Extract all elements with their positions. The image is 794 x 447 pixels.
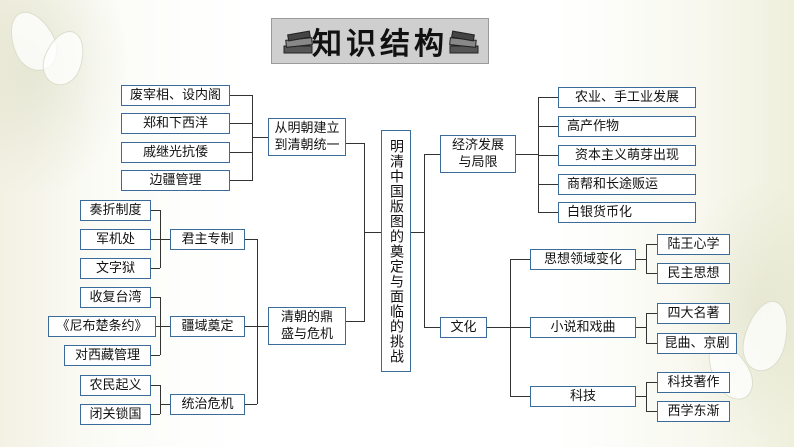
- group-node: 思想领域变化: [530, 249, 636, 270]
- leaf-node: 商帮和长途贩运: [558, 174, 696, 195]
- book-stack-icon: [449, 30, 479, 54]
- connector: [424, 327, 440, 328]
- branch-qing-prosperity-crisis: 清朝的鼎 盛与危机: [268, 307, 346, 345]
- connector: [230, 152, 252, 153]
- connector: [151, 268, 160, 269]
- leaf-node: 农业、手工业发展: [558, 87, 696, 108]
- connector: [538, 97, 558, 98]
- connector: [151, 239, 160, 240]
- connector: [230, 95, 252, 96]
- leaf-node: 白银货币化: [558, 202, 696, 223]
- connector: [646, 343, 657, 344]
- leaf-node: 西学东渐: [657, 401, 730, 422]
- connector: [510, 259, 511, 397]
- leaf-node: 对西藏管理: [64, 345, 151, 366]
- branch-ming-to-qing-unification: 从明朝建立 到清朝统一: [268, 118, 346, 156]
- leaf-node: 戚继光抗倭: [121, 142, 230, 163]
- branch-label-line: 到清朝统一: [274, 138, 340, 153]
- leaf-node: 军机处: [80, 229, 151, 250]
- connector: [538, 126, 558, 127]
- connector: [487, 327, 510, 328]
- group-node: 疆域奠定: [170, 316, 245, 337]
- connector: [510, 327, 530, 328]
- connector: [245, 404, 257, 405]
- branch-culture: 文化: [440, 317, 487, 338]
- connector: [160, 404, 170, 405]
- connector: [538, 155, 558, 156]
- group-node: 小说和戏曲: [530, 317, 636, 338]
- connector: [230, 123, 252, 124]
- leaf-node: 民主思想: [657, 263, 730, 284]
- connector: [245, 326, 257, 327]
- leaf-node: 奏折制度: [80, 200, 151, 221]
- leaf-node: 文字狱: [80, 258, 151, 279]
- leaf-node: 高产作物: [558, 116, 696, 137]
- connector: [636, 396, 646, 397]
- leaf-node: 资本主义萌芽出现: [558, 145, 696, 166]
- connector: [646, 244, 647, 273]
- connector: [516, 154, 538, 155]
- leaf-node: 陆王心学: [657, 234, 730, 255]
- branch-economy: 经济发展 与局限: [440, 135, 516, 173]
- leaf-node: 农民起义: [80, 375, 151, 396]
- connector: [346, 321, 365, 322]
- connector: [510, 396, 530, 397]
- connector: [151, 414, 160, 415]
- connector: [646, 244, 657, 245]
- central-topic: 明清中国版图的奠定与面临的挑战: [381, 130, 411, 372]
- leaf-node: 闭关锁国: [80, 404, 151, 425]
- branch-label-line: 盛与危机: [280, 327, 333, 342]
- leaf-node: 四大名著: [657, 303, 730, 324]
- connector: [230, 180, 252, 181]
- connector: [151, 355, 160, 356]
- connector: [646, 382, 647, 411]
- connector: [538, 184, 558, 185]
- connector: [156, 326, 160, 327]
- connector: [411, 232, 424, 233]
- connector: [151, 210, 160, 211]
- leaf-node: 郑和下西洋: [121, 113, 230, 134]
- connector: [257, 239, 258, 404]
- connector: [646, 382, 657, 383]
- connector: [538, 212, 558, 213]
- leaf-node: 《尼布楚条约》: [48, 316, 156, 337]
- leaf-node: 科技著作: [657, 372, 730, 393]
- connector: [538, 97, 539, 212]
- book-stack-icon: [283, 30, 313, 54]
- branch-label-line: 清朝的鼎: [280, 310, 333, 325]
- connector: [636, 327, 646, 328]
- group-node: 科技: [530, 386, 636, 407]
- connector: [510, 259, 530, 260]
- connector: [646, 411, 657, 412]
- branch-label-line: 经济发展: [451, 138, 504, 153]
- connector: [160, 326, 170, 327]
- connector: [646, 273, 657, 274]
- connector: [151, 385, 160, 386]
- connector: [424, 154, 425, 328]
- connector: [252, 137, 268, 138]
- connector: [160, 239, 170, 240]
- connector: [364, 232, 381, 233]
- connector: [346, 143, 365, 144]
- connector: [646, 313, 657, 314]
- connector: [245, 239, 257, 240]
- connector: [646, 313, 647, 343]
- branch-label-line: 与局限: [458, 155, 498, 170]
- branch-label-line: 从明朝建立: [274, 121, 340, 136]
- leaf-node: 收复台湾: [80, 287, 151, 308]
- connector: [151, 297, 160, 298]
- connector: [257, 326, 268, 327]
- connector: [636, 259, 646, 260]
- connector: [160, 385, 161, 414]
- page-title: 知识结构: [312, 27, 448, 62]
- connector: [424, 154, 440, 155]
- connector: [252, 95, 253, 181]
- group-node: 君主专制: [170, 229, 245, 250]
- leaf-node: 边疆管理: [121, 170, 230, 191]
- group-node: 统治危机: [170, 394, 245, 415]
- leaf-node: 昆曲、京剧: [657, 333, 737, 354]
- leaf-node: 废宰相、设内阁: [121, 85, 230, 106]
